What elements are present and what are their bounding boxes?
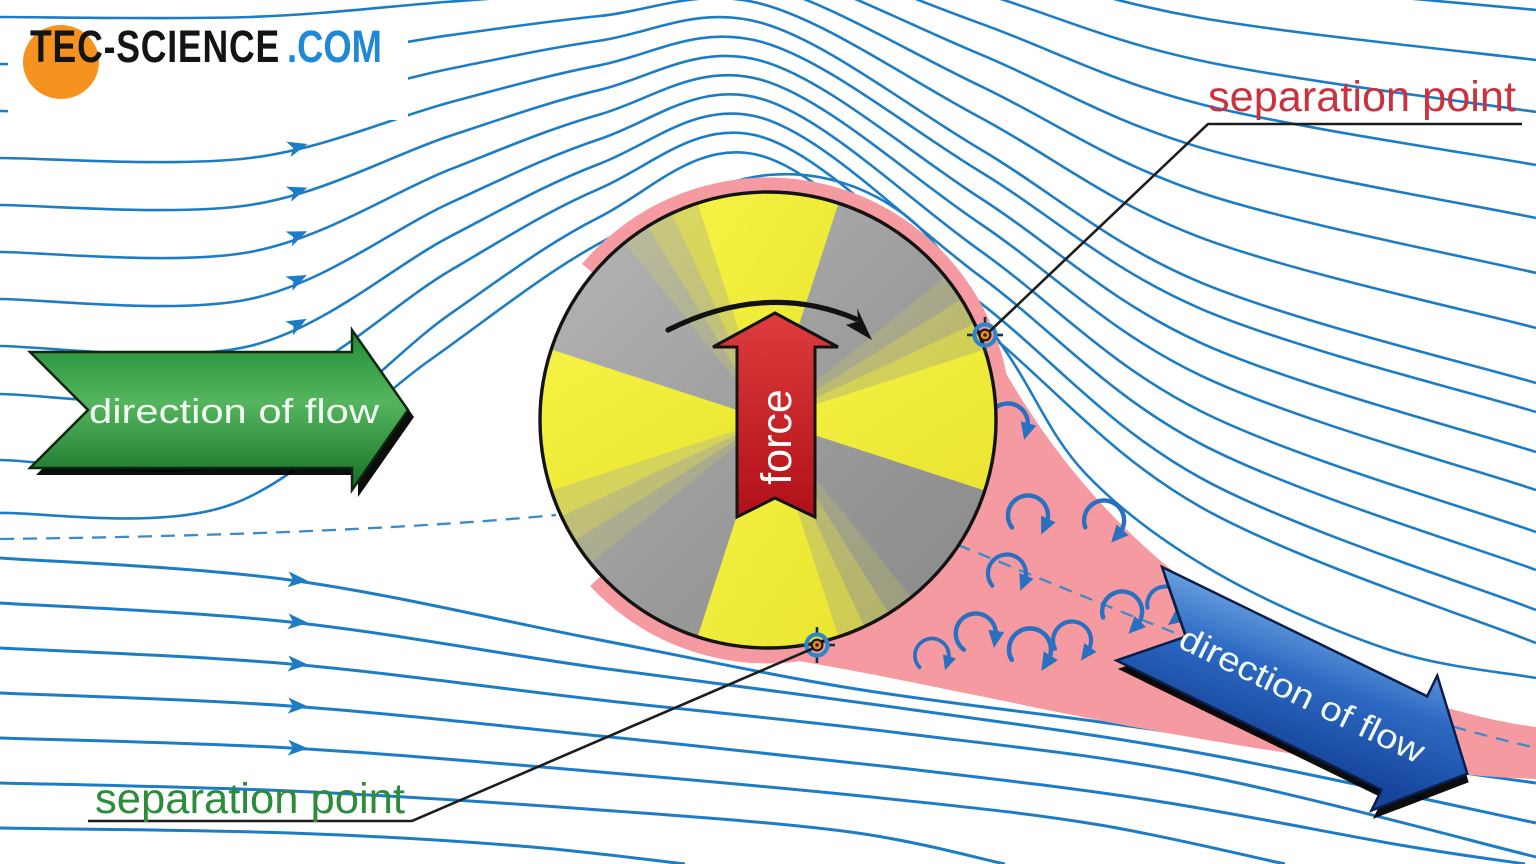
ball-yellow-wedge [768,349,996,491]
ball-yellow-wedge [540,349,768,491]
streamline [0,646,1536,859]
streamline [0,54,1536,454]
streamline [999,0,1536,114]
logo-text-name: TEC-SCIENCE [30,21,280,72]
streamline-arrowhead [286,141,308,158]
separation-point-label-top: separation point [1208,73,1516,121]
wake-rim [582,177,1011,664]
ball-yellow-wedge [697,420,839,648]
force-arrow: force [712,311,839,520]
flow-direction-arrow-right: direction of flow [1113,564,1469,819]
streamline [0,601,1536,825]
streamline-arrowhead [285,275,307,291]
streamline-arrowhead [287,697,308,714]
separation-point-callout-top: separation point [988,73,1522,333]
separation-point-callout-bottom: separation point [88,646,815,823]
streamline [0,781,1006,864]
streamline [0,93,1536,534]
streamline [0,112,1536,572]
streamline [914,0,1536,167]
ball-outline [538,190,998,650]
force-label: force [753,389,801,485]
ball-yellow-wedges [540,192,996,648]
rotating-ball [538,190,998,650]
streamline-arrowhead [287,613,308,630]
site-logo: TEC-SCIENCE .COM [8,21,408,120]
separation-point-label-bottom: separation point [95,775,405,823]
streamline-arrowhead [287,739,308,756]
streamline [854,0,1536,220]
streamline [0,0,1536,275]
streamline-arrowhead [285,231,308,247]
flow-direction-arrow-left: direction of flow [26,326,414,497]
streamline [0,35,1536,414]
flow-direction-label-left: direction of flow [89,393,380,431]
streamline [0,736,1286,864]
ball-yellow-wedge [697,192,839,420]
logo-orange-circle [23,25,99,99]
streamline [1112,0,1536,62]
streamline-arrowhead [285,318,307,336]
streamline-arrowhead [287,655,308,672]
logo-text-tld: .COM [287,21,382,72]
streamline-arrowhead [285,186,308,202]
streamline [0,73,1536,492]
streamline-arrowhead [287,571,308,588]
streamline [0,691,1526,864]
stagnation-streamline-left [0,513,557,541]
rotation-direction-arrow [665,299,873,340]
streamline [0,826,686,864]
